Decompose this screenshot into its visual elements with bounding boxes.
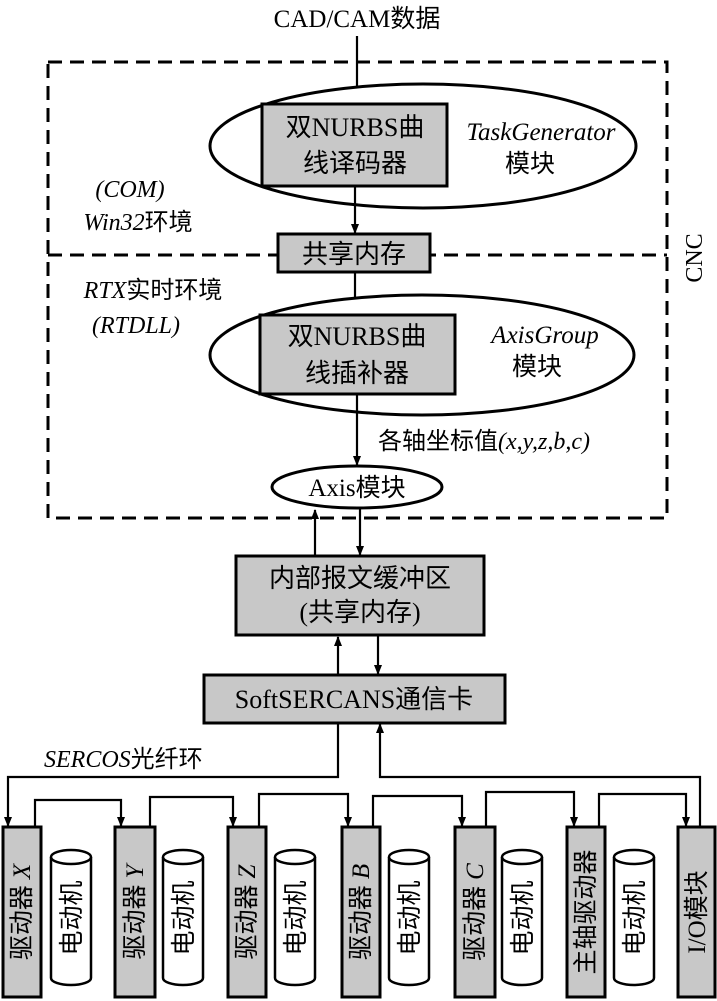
softsercans-card-label: SoftSERCANS通信卡 (235, 685, 473, 714)
svg-text:驱动器Y: 驱动器Y (122, 861, 149, 959)
svg-text:主轴驱动器: 主轴驱动器 (572, 849, 600, 974)
axisgroup-module-word: 模块 (512, 353, 562, 381)
nurbs-interpolator-box (258, 313, 457, 396)
drive-c: 驱动器C (453, 825, 497, 999)
axis-module-ellipse (270, 464, 444, 510)
taskgenerator-name: TaskGenerator (466, 119, 615, 146)
svg-text:I/O模块: I/O模块 (683, 870, 711, 953)
ring-link-y-z (148, 795, 237, 827)
drive-b: 驱动器B (340, 825, 382, 999)
motor-6: 电动机 (612, 848, 656, 987)
coordinate-values-label: 各轴坐标值(x,y,z,b,c) (378, 428, 590, 455)
cad-cam-input-label: CAD/CAM数据 (274, 5, 441, 33)
softsercans-card-box (202, 673, 507, 725)
motor-4: 电动机 (387, 848, 431, 987)
motor-3: 电动机 (273, 848, 317, 987)
fiber-ring-label: SERCOS光纤环 (44, 746, 203, 773)
svg-text:电动机: 电动机 (282, 880, 310, 955)
ring-link-c-spindle (484, 790, 578, 827)
decoder-line1: 双NURBS曲 (286, 113, 425, 142)
taskgenerator-module-word: 模块 (505, 150, 555, 178)
win32-env-label: Win32环境 (83, 209, 192, 236)
ring-out-line (4, 723, 340, 827)
svg-text:驱动器X: 驱动器X (9, 862, 36, 960)
motor-5: 电动机 (500, 848, 544, 987)
svg-text:驱动器Z: 驱动器Z (234, 863, 261, 959)
cnc-label: CNC (682, 233, 708, 282)
io-module: I/O模块 (676, 825, 717, 999)
ring-return-line (376, 723, 702, 826)
svg-text:电动机: 电动机 (509, 880, 537, 955)
rtx-env-label: RTX实时环境 (83, 277, 223, 304)
ring-link-b-c (371, 794, 466, 827)
drive-y: 驱动器Y (113, 825, 157, 999)
ring-link-spindle-io (597, 792, 690, 827)
svg-text:电动机: 电动机 (621, 880, 649, 955)
decoder-line2: 线译码器 (303, 149, 407, 178)
drive-x: 驱动器X (1, 825, 43, 999)
motor-2: 电动机 (161, 848, 205, 987)
interpolator-line2: 线插补器 (305, 359, 409, 388)
svg-text:电动机: 电动机 (396, 880, 424, 955)
com-label: (COM) (95, 177, 164, 203)
ring-link-x-y (33, 798, 125, 827)
message-buffer-box (234, 554, 486, 637)
buffer-line1: 内部报文缓冲区 (269, 564, 451, 593)
cnc-boundary (46, 60, 669, 520)
shared-memory-label: 共享内存 (302, 240, 406, 269)
spindle-drive: 主轴驱动器 (565, 825, 607, 999)
svg-text:电动机: 电动机 (170, 880, 198, 955)
svg-text:电动机: 电动机 (58, 880, 86, 955)
buffer-line2: (共享内存) (299, 598, 420, 627)
svg-text:驱动器B: 驱动器B (348, 864, 375, 960)
svg-text:驱动器C: 驱动器C (462, 863, 489, 961)
rtdll-label: (RTDLL) (92, 313, 180, 339)
axisgroup-name: AxisGroup (489, 322, 598, 349)
ring-link-z-b (257, 792, 352, 827)
motor-1: 电动机 (49, 848, 93, 987)
axis-module-label: Axis模块 (308, 474, 405, 502)
shared-memory-box (276, 232, 432, 274)
drive-z: 驱动器Z (226, 825, 268, 999)
interpolator-line1: 双NURBS曲 (288, 322, 427, 351)
